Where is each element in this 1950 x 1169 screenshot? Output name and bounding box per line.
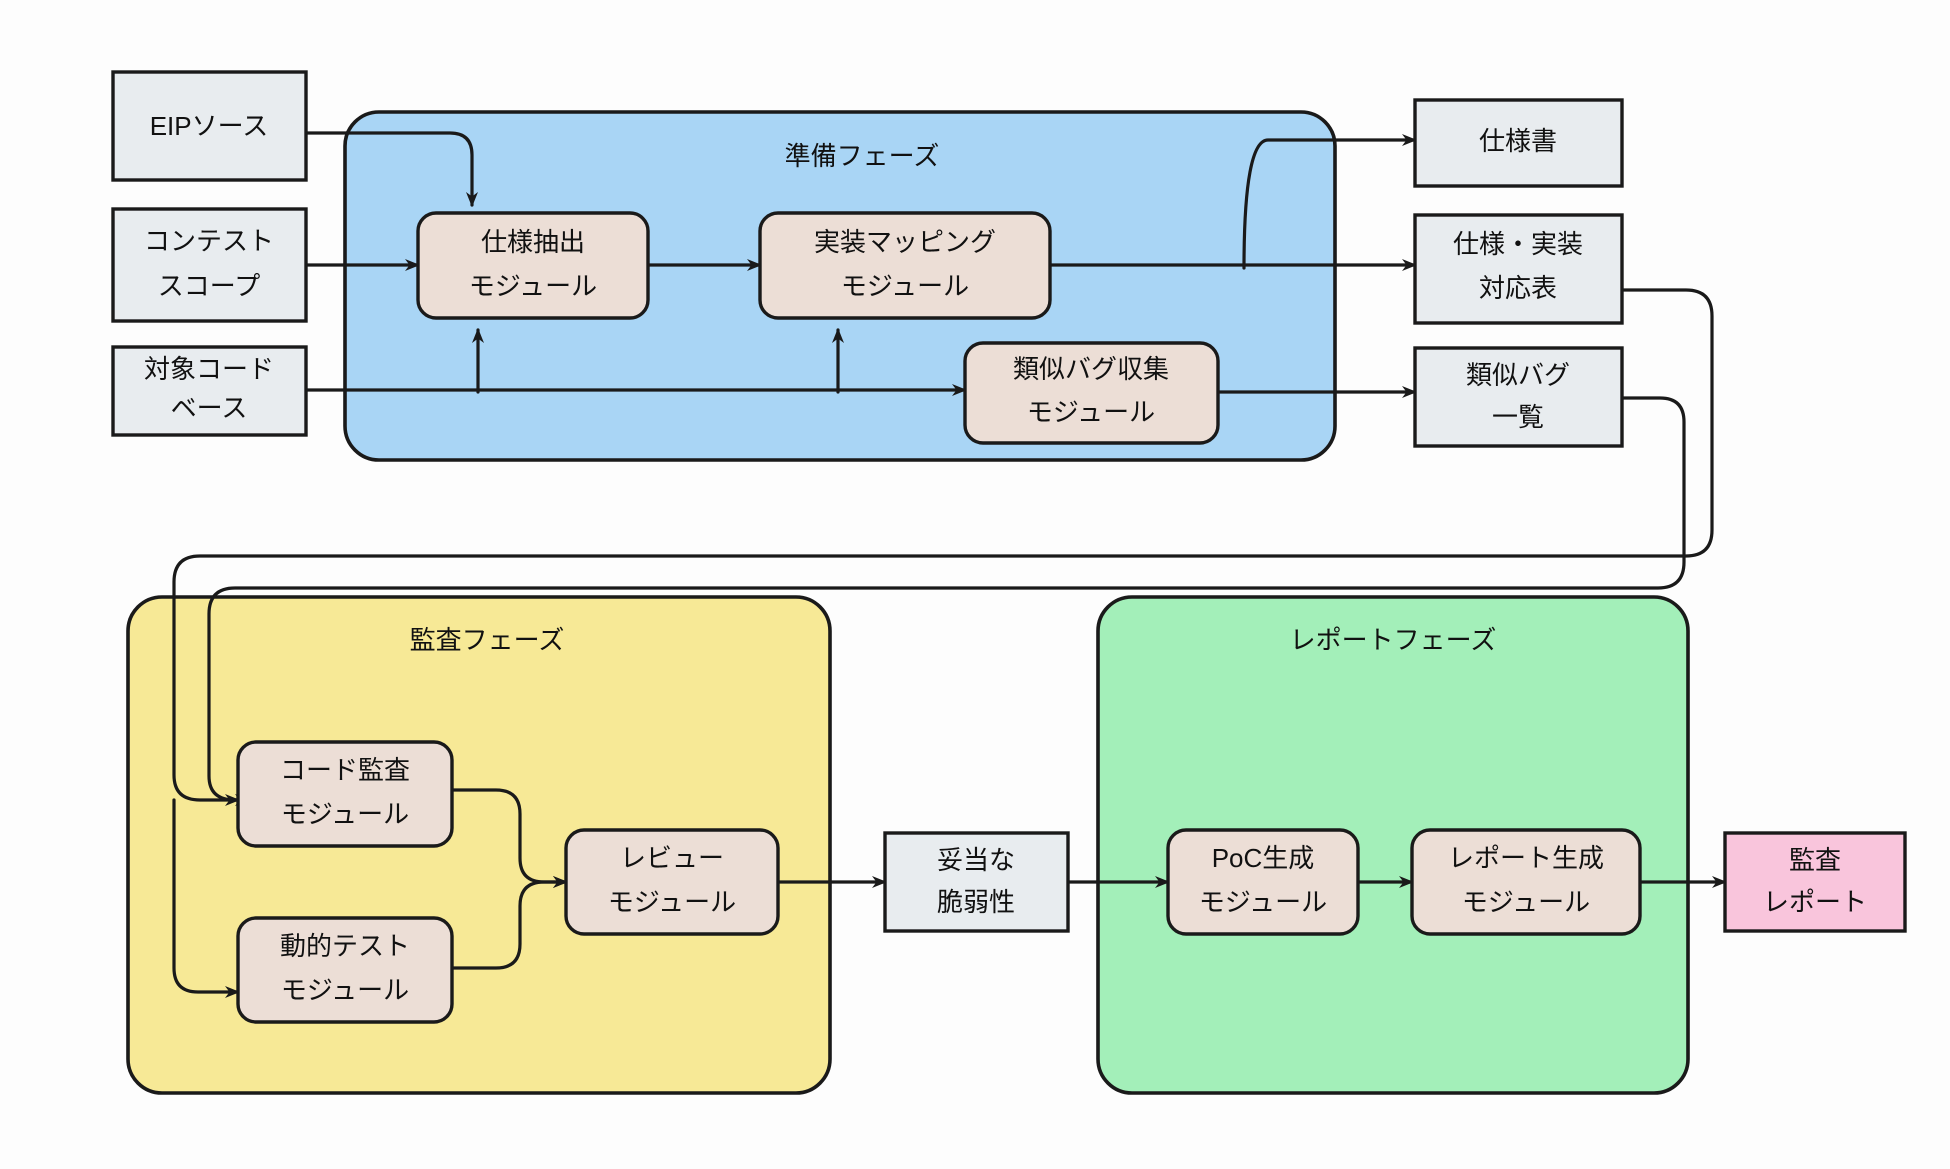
eip-source-label: EIPソース (150, 111, 269, 141)
spec-extract-label-2: モジュール (469, 271, 597, 301)
node-dynamic-test-module[interactable]: 動的テスト モジュール (236, 916, 454, 1024)
code-audit-label-2: モジュール (281, 799, 409, 829)
node-impl-mapping-module[interactable]: 実装マッピング モジュール (758, 211, 1052, 320)
valid-vuln-label-2: 脆弱性 (937, 887, 1015, 917)
node-spec-doc[interactable]: 仕様書 (1413, 98, 1624, 188)
edge-bugslist-to-codeaudit (207, 396, 1686, 806)
edge-codeaudit-to-review (450, 788, 568, 888)
dynamic-test-label-1: 動的テスト (280, 931, 410, 961)
node-review-module[interactable]: レビュー モジュール (564, 828, 780, 936)
node-target-codebase[interactable]: 対象コード ベース (111, 345, 308, 437)
target-codebase-label-2: ベース (171, 393, 248, 423)
poc-gen-label-2: モジュール (1199, 887, 1327, 917)
impl-mapping-label-2: モジュール (841, 271, 969, 301)
valid-vuln-label-1: 妥当な (937, 845, 1015, 875)
audit-report-label-2: レポート (1763, 887, 1867, 917)
edge-dynamictest-to-review (450, 876, 568, 970)
edge-specimplmap-to-dynamictest (172, 798, 240, 998)
impl-mapping-label-1: 実装マッピング (814, 227, 996, 257)
audit-report-label-1: 監査 (1789, 845, 1841, 875)
node-code-audit-module[interactable]: コード監査 モジュール (236, 740, 454, 848)
spec-impl-map-label-2: 対応表 (1479, 273, 1557, 303)
spec-doc-label: 仕様書 (1479, 126, 1557, 156)
edge-specimplmap-to-codeaudit (172, 288, 1714, 806)
similar-bug-label-2: モジュール (1027, 397, 1155, 427)
phase-prep-label: 準備フェーズ (785, 141, 940, 171)
phase-report-box (1096, 595, 1690, 1095)
report-gen-label-2: モジュール (1462, 887, 1590, 917)
contest-scope-label-2: スコープ (158, 271, 260, 301)
review-label-1: レビュー (620, 843, 724, 873)
spec-extract-label-1: 仕様抽出 (481, 227, 585, 257)
spec-impl-map-label-1: 仕様・実装 (1453, 229, 1583, 259)
contest-scope-label-1: コンテスト (144, 226, 274, 256)
edge-eip-to-spec-extract (304, 131, 478, 207)
similar-bugs-list-label-2: 一覧 (1492, 402, 1544, 432)
node-similar-bug-module[interactable]: 類似バグ収集 モジュール (963, 341, 1220, 445)
target-codebase-label-1: 対象コード (144, 354, 274, 384)
node-poc-gen-module[interactable]: PoC生成 モジュール (1166, 828, 1360, 936)
review-label-2: モジュール (608, 887, 736, 917)
node-spec-extract-module[interactable]: 仕様抽出 モジュール (416, 211, 650, 320)
node-audit-report[interactable]: 監査 レポート (1723, 831, 1907, 933)
report-gen-label-1: レポート生成 (1448, 843, 1604, 873)
poc-gen-label-1: PoC生成 (1212, 843, 1315, 873)
node-valid-vulnerability[interactable]: 妥当な 脆弱性 (883, 831, 1070, 933)
code-audit-label-1: コード監査 (280, 755, 410, 785)
similar-bug-label-1: 類似バグ収集 (1013, 354, 1169, 384)
edge-spec-extract-to-specdoc (1242, 134, 1417, 270)
node-eip-source[interactable]: EIPソース (111, 70, 308, 182)
phase-report-label: レポートフェーズ (1290, 625, 1497, 655)
node-similar-bugs-list[interactable]: 類似バグ 一覧 (1413, 346, 1624, 448)
node-contest-scope[interactable]: コンテスト スコープ (111, 207, 308, 323)
similar-bugs-list-label-1: 類似バグ (1466, 360, 1570, 390)
phase-audit-label: 監査フェーズ (410, 625, 565, 655)
node-report-gen-module[interactable]: レポート生成 モジュール (1410, 828, 1642, 936)
node-spec-impl-map[interactable]: 仕様・実装 対応表 (1413, 213, 1624, 325)
dynamic-test-label-2: モジュール (281, 975, 409, 1005)
